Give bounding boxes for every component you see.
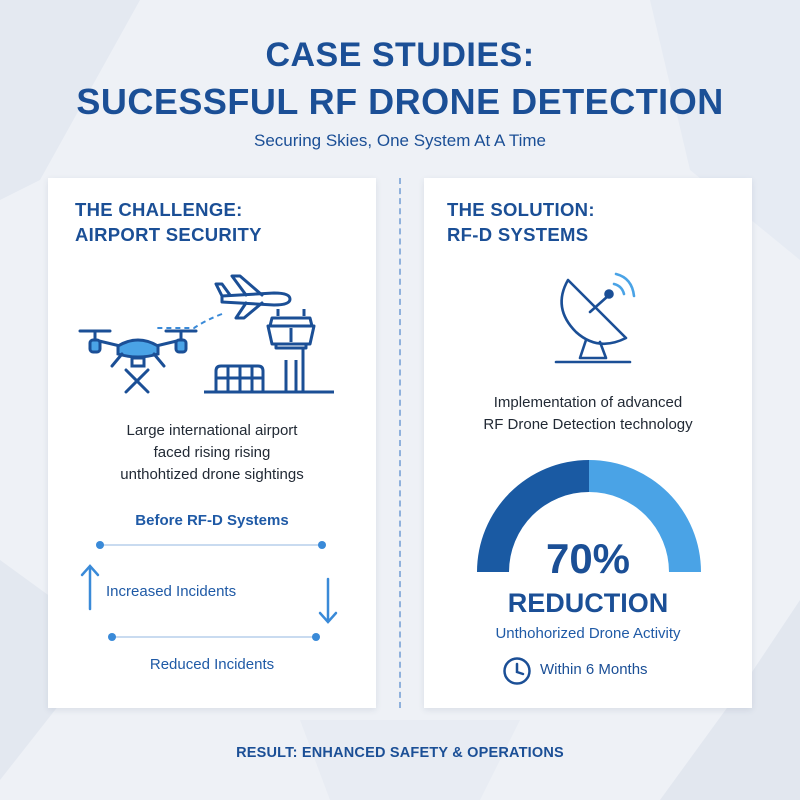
gauge-arc-dark [477, 460, 589, 572]
challenge-description-line: unthohtized drone sightings [120, 466, 304, 483]
reduction-label: REDUCTION [507, 588, 669, 618]
page-subtitle: Securing Skies, One System At A Time [254, 131, 546, 150]
reduced-incidents-label: Reduced Incidents [149, 656, 275, 673]
result-footer: RESULT: ENHANCED SAFETY & OPERATIONS [236, 745, 564, 761]
solution-heading: THE SOLUTION: RF-D SYSTEMS [447, 197, 595, 247]
terminal-building-icon [204, 364, 334, 394]
solution-heading-line1: THE SOLUTION: [447, 199, 595, 220]
solution-description: Implementation of advanced RF Drone Dete… [424, 392, 752, 436]
solution-description-line: Implementation of advanced [493, 394, 683, 411]
challenge-panel: THE CHALLENGE: AIRPORT SECURITY [48, 178, 376, 708]
arrow-up-icon [80, 564, 100, 611]
page-title-line2: SUCESSFUL RF DRONE DETECTION [76, 81, 724, 122]
page-title-line1: CASE STUDIES: [265, 36, 535, 74]
timeframe-label: Within 6 Months [540, 661, 648, 678]
gauge-arc-light [589, 460, 701, 572]
reduction-gauge [477, 460, 701, 572]
before-rfd-label: Before RF-D Systems [135, 512, 289, 529]
solution-description-line: RF Drone Detection technology [483, 416, 693, 433]
control-tower-icon [266, 309, 316, 394]
panel-divider [399, 178, 401, 708]
solution-heading-line2: RF-D SYSTEMS [447, 224, 589, 245]
flight-path-line [154, 313, 223, 329]
arrow-down-icon [318, 577, 338, 624]
challenge-heading-line2: AIRPORT SECURITY [75, 224, 262, 245]
satellite-dish-icon [554, 272, 636, 364]
airport-illustration [78, 274, 334, 394]
incident-trend-diagram [80, 541, 338, 641]
challenge-description: Large international airport faced rising… [52, 420, 372, 486]
drone-icon [78, 329, 198, 394]
airplane-icon [214, 274, 292, 320]
drone-activity-label: Unthohorized Drone Activity [495, 625, 681, 642]
challenge-heading-line1: THE CHALLENGE: [75, 199, 243, 220]
increased-incidents-label: Increased Incidents [106, 583, 237, 600]
challenge-heading: THE CHALLENGE: AIRPORT SECURITY [75, 197, 262, 247]
clock-icon [503, 657, 531, 685]
challenge-description-line: Large international airport [126, 422, 298, 439]
challenge-description-line: faced rising rising [153, 444, 271, 461]
solution-panel: THE SOLUTION: RF-D SYSTEMS Implementatio… [424, 178, 752, 708]
reduction-percentage: 70% [545, 535, 631, 582]
